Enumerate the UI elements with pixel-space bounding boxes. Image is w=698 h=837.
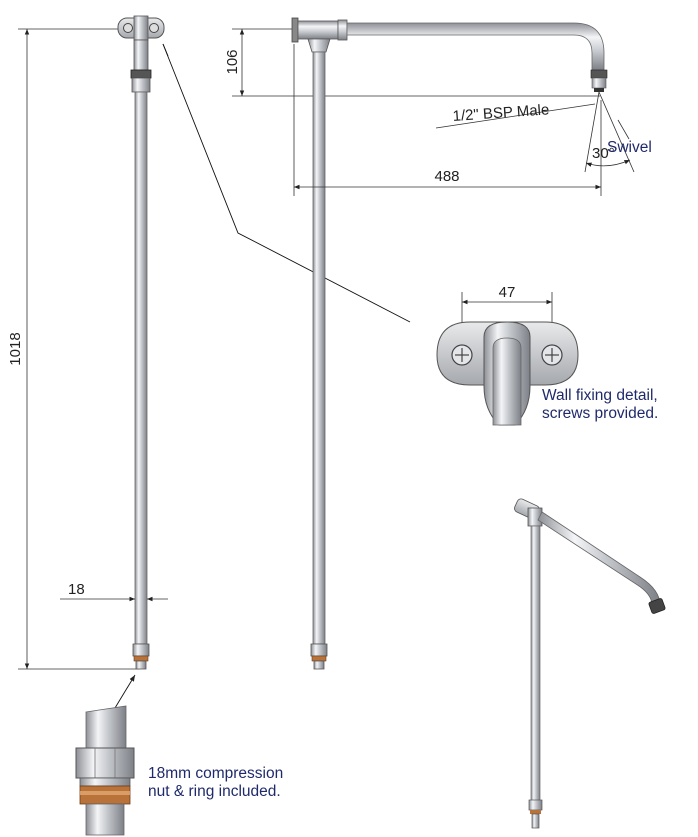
perspective-view	[514, 498, 666, 829]
persp-main-pipe	[530, 525, 541, 802]
detail-compression-nut	[75, 747, 135, 779]
dim-bracket-label: 47	[499, 284, 516, 301]
wall-fixing-line-1: Wall fixing detail,	[542, 387, 658, 404]
persp-bottom-ring	[530, 810, 541, 814]
front-screw-right	[149, 23, 159, 33]
front-upper-nut-dark	[130, 69, 152, 79]
swivel-line-left	[584, 91, 600, 173]
side-wall-plate	[291, 17, 299, 43]
front-view: 1018 18	[7, 15, 411, 709]
side-tee-down	[307, 38, 331, 53]
detail-lower-pipe	[85, 803, 125, 836]
wall-fixing-line-2: screws provided.	[542, 405, 659, 422]
front-bottom-tail	[135, 660, 147, 670]
swivel-angle-label: 30°	[592, 145, 615, 162]
persp-arm	[537, 511, 661, 606]
compression-detail	[75, 705, 135, 836]
dim-diameter-label: 18	[68, 581, 85, 598]
leader-compression	[114, 674, 136, 709]
side-main-pipe	[312, 51, 326, 645]
compression-note: 18mm compression nut & ring included.	[148, 765, 283, 801]
side-swivel-thread	[594, 88, 604, 92]
side-tee-body	[297, 20, 339, 40]
side-swivel-head	[591, 77, 607, 89]
detail-bracket-pipe	[492, 337, 522, 426]
front-upper-nut	[131, 77, 151, 93]
front-bottom-nut	[132, 643, 150, 657]
swivel-label: Swivel	[607, 139, 652, 156]
persp-bottom-nut	[528, 799, 543, 811]
leader-wall-detail	[162, 43, 411, 323]
dim-height-label: 1018	[7, 332, 24, 365]
persp-swivel-head	[648, 598, 666, 614]
wall-fixing-detail: 47	[436, 284, 579, 426]
compression-line-2: nut & ring included.	[148, 783, 281, 800]
dim-tee-label: 106	[224, 49, 241, 74]
front-upper-pipe	[133, 39, 149, 71]
compression-line-1: 18mm compression	[148, 765, 284, 782]
side-tee-nut	[337, 19, 348, 41]
leader-bsp	[435, 103, 596, 129]
side-bottom-nut	[310, 643, 328, 657]
wall-fixing-note: Wall fixing detail, screws provided.	[542, 387, 658, 423]
swivel-note: Swivel	[607, 139, 652, 157]
front-screw-left	[123, 23, 133, 33]
side-bottom-tail	[313, 660, 325, 670]
side-view: 106 488 1/2" BSP Male	[224, 17, 635, 670]
persp-bottom-tail	[531, 813, 540, 829]
swivel-arc	[585, 159, 631, 167]
front-main-pipe	[134, 91, 148, 645]
leader-wall-detail-head	[162, 43, 169, 57]
side-swivel-nut	[590, 69, 608, 79]
front-bracket-body	[133, 15, 149, 41]
swivel-line-right	[598, 91, 635, 173]
front-bottom-ring	[133, 655, 149, 662]
swivel-leader	[617, 119, 630, 140]
thread-label: 1/2" BSP Male	[452, 101, 550, 125]
dim-arm-label: 488	[434, 168, 459, 185]
side-arm-pipe	[346, 22, 605, 71]
detail-nut-collar	[79, 777, 131, 787]
detail-ring-highlight	[80, 791, 130, 795]
side-bottom-ring	[311, 655, 327, 662]
detail-upper-pipe	[85, 705, 127, 751]
